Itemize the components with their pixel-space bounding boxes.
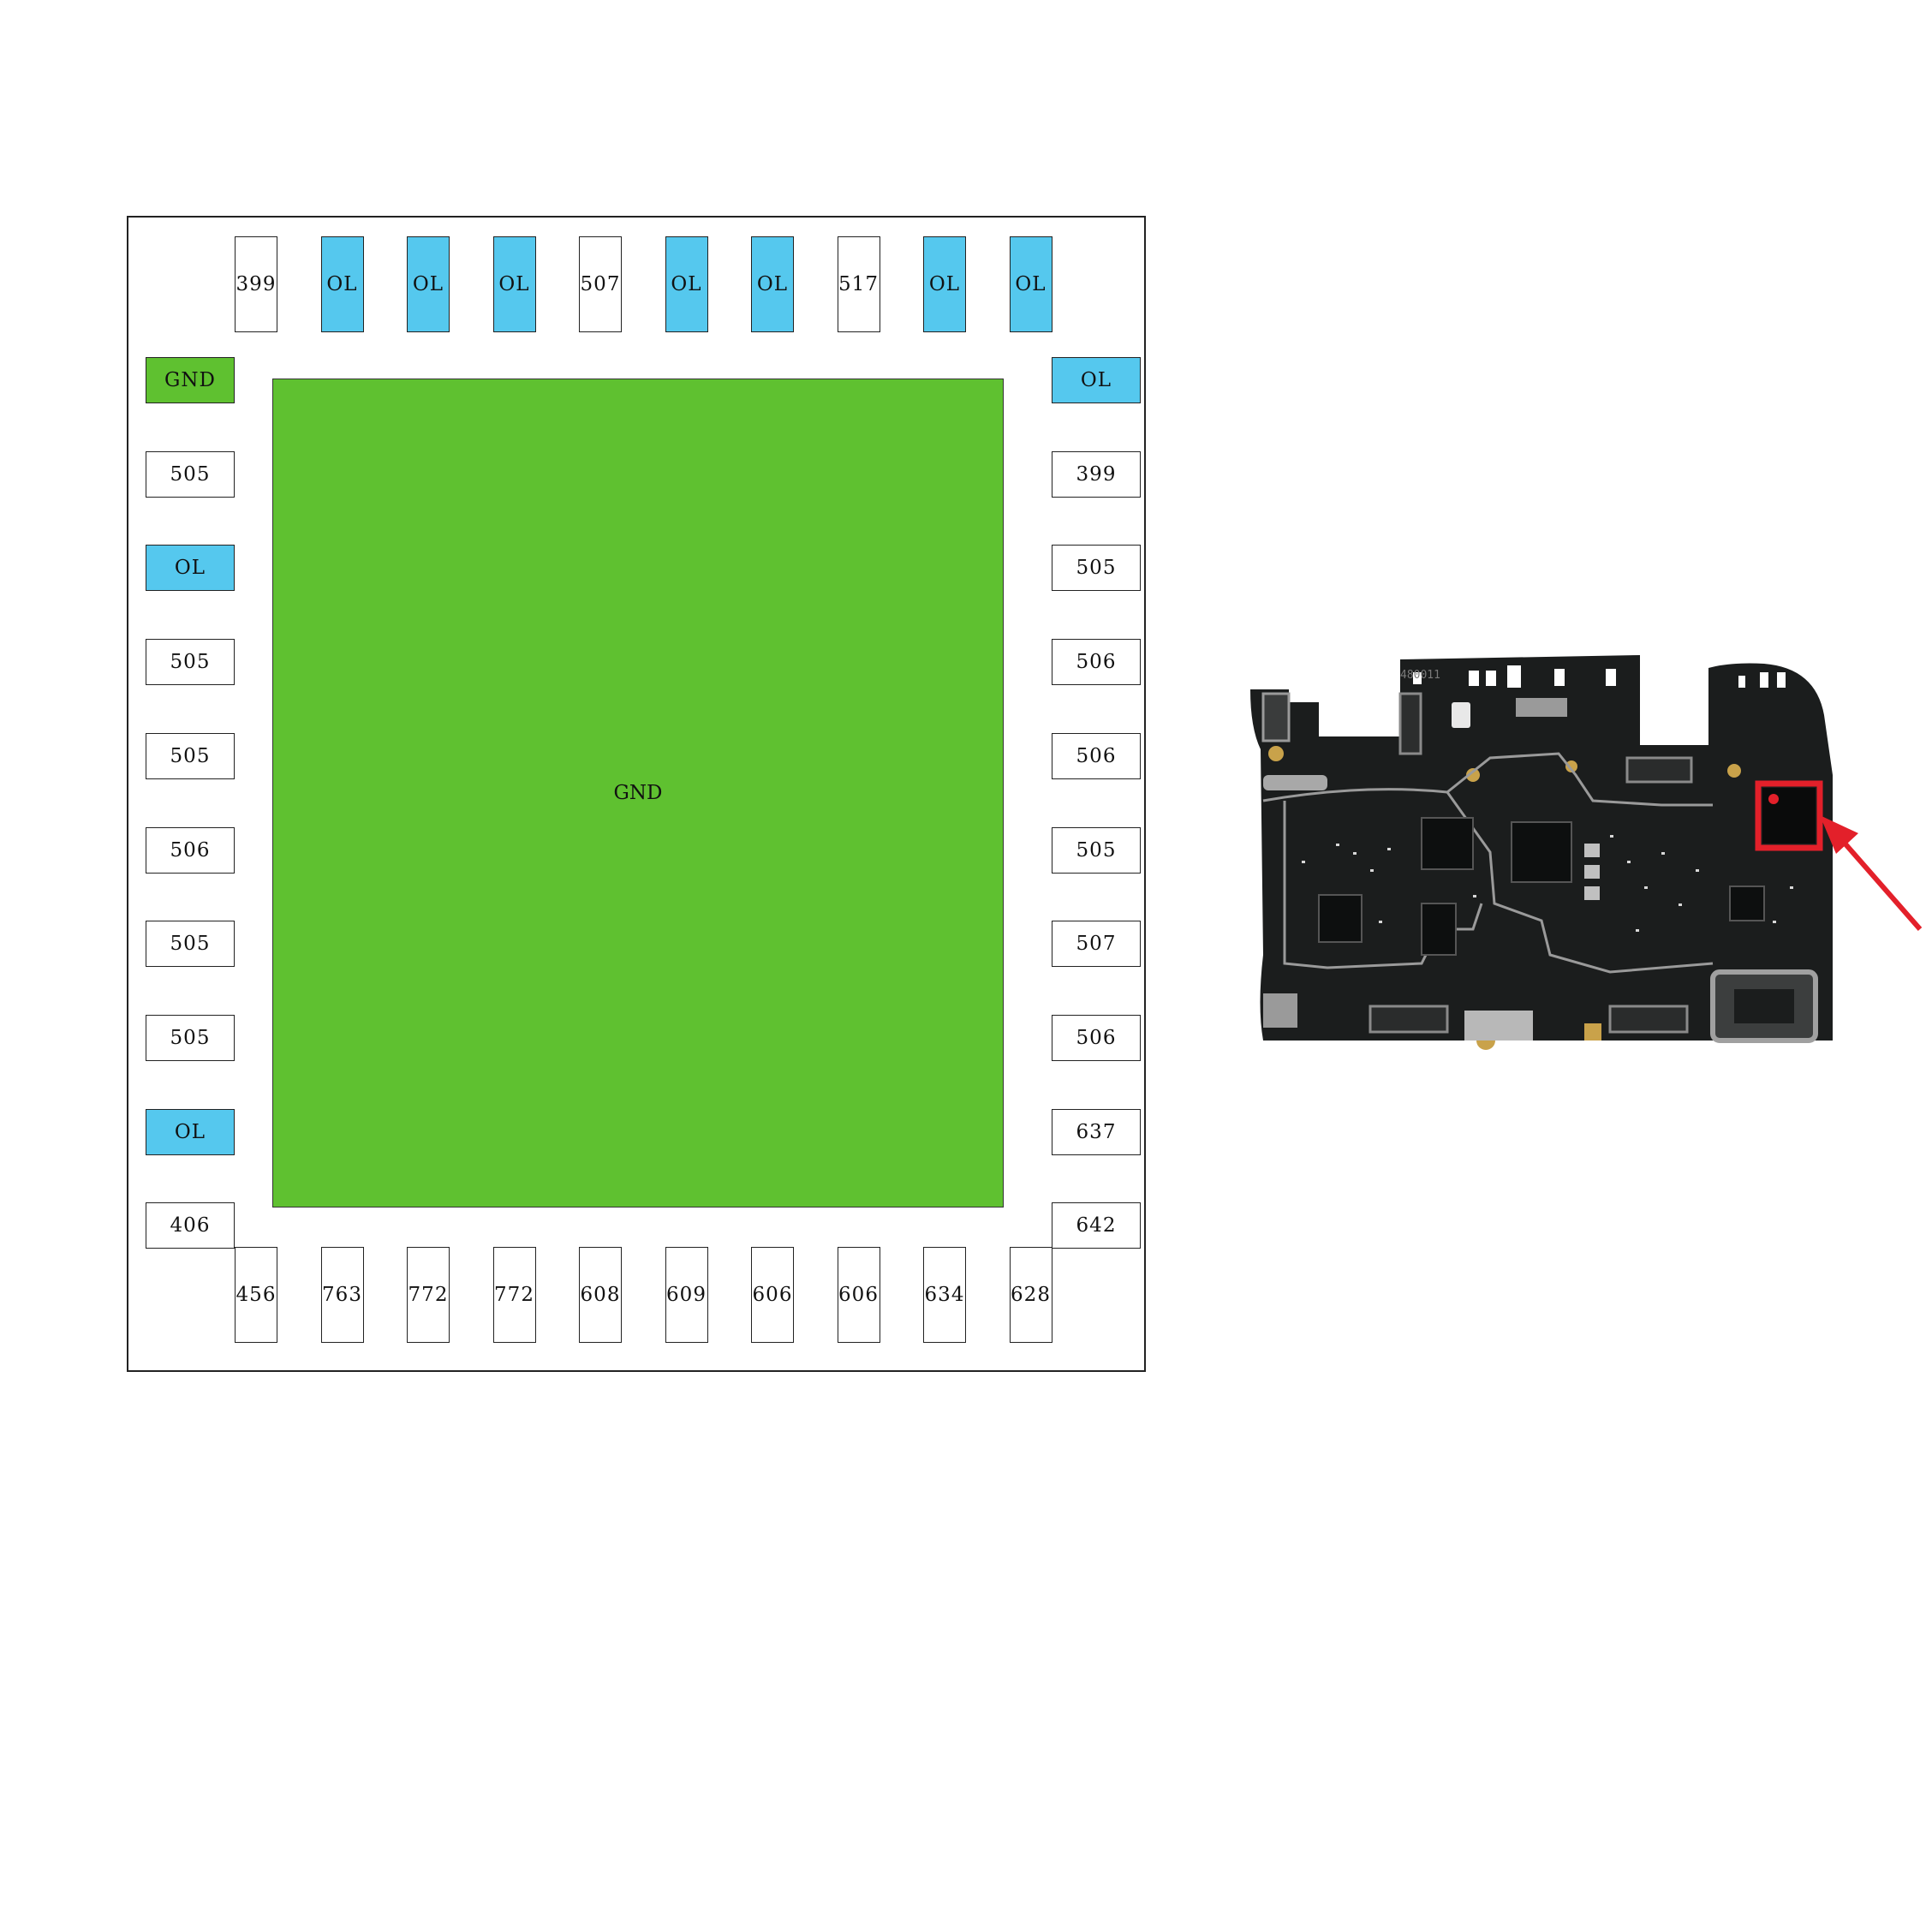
top-pad-4: OL: [492, 236, 536, 332]
right-pad-5: 506: [1052, 732, 1141, 779]
top-pad-3: OL: [407, 236, 450, 332]
left-pad-3: OL: [146, 545, 235, 592]
left-pad-4: 505: [146, 639, 235, 686]
top-pad-6: OL: [665, 236, 708, 332]
right-pad-1: OL: [1052, 357, 1141, 403]
highlight-box-icon: [1755, 780, 1823, 851]
bottom-pad-8: 606: [837, 1247, 880, 1343]
top-pad-1: 399: [235, 236, 277, 332]
top-pad-9: OL: [923, 236, 966, 332]
bottom-pad-7: 606: [751, 1247, 794, 1343]
left-pad-10: 406: [146, 1202, 235, 1249]
right-pad-10: 642: [1052, 1202, 1141, 1249]
right-pad-6: 505: [1052, 826, 1141, 874]
top-pad-8: 517: [837, 236, 880, 332]
pcb-board-photo: 480011: [1250, 655, 1923, 1050]
left-pad-2: 505: [146, 450, 235, 498]
bottom-pad-6: 609: [665, 1247, 708, 1343]
left-pad-7: 505: [146, 921, 235, 968]
left-pad-6: 506: [146, 826, 235, 874]
right-pad-9: 637: [1052, 1108, 1141, 1155]
left-pad-9: OL: [146, 1108, 235, 1155]
top-pad-7: OL: [751, 236, 794, 332]
center-ground-pad: GND: [272, 379, 1004, 1208]
right-pad-4: 506: [1052, 639, 1141, 686]
right-pad-8: 506: [1052, 1014, 1141, 1061]
bottom-pad-4: 772: [492, 1247, 536, 1343]
silkscreen-label: 480011: [1400, 669, 1440, 682]
red-arrow-icon: [1820, 815, 1923, 931]
left-pad-8: 505: [146, 1014, 235, 1061]
bottom-pad-5: 608: [579, 1247, 622, 1343]
top-pad-2: OL: [320, 236, 364, 332]
right-pad-2: 399: [1052, 450, 1141, 498]
left-pad-5: 505: [146, 732, 235, 779]
bottom-pad-3: 772: [407, 1247, 450, 1343]
top-pad-5: 507: [579, 236, 622, 332]
right-pad-3: 505: [1052, 545, 1141, 592]
top-pad-10: OL: [1009, 236, 1052, 332]
right-pad-7: 507: [1052, 921, 1141, 968]
left-pad-1: GND: [146, 357, 235, 403]
bottom-pad-2: 763: [320, 1247, 364, 1343]
bottom-pad-10: 628: [1009, 1247, 1052, 1343]
bottom-pad-1: 456: [235, 1247, 277, 1343]
bottom-pad-9: 634: [923, 1247, 966, 1343]
